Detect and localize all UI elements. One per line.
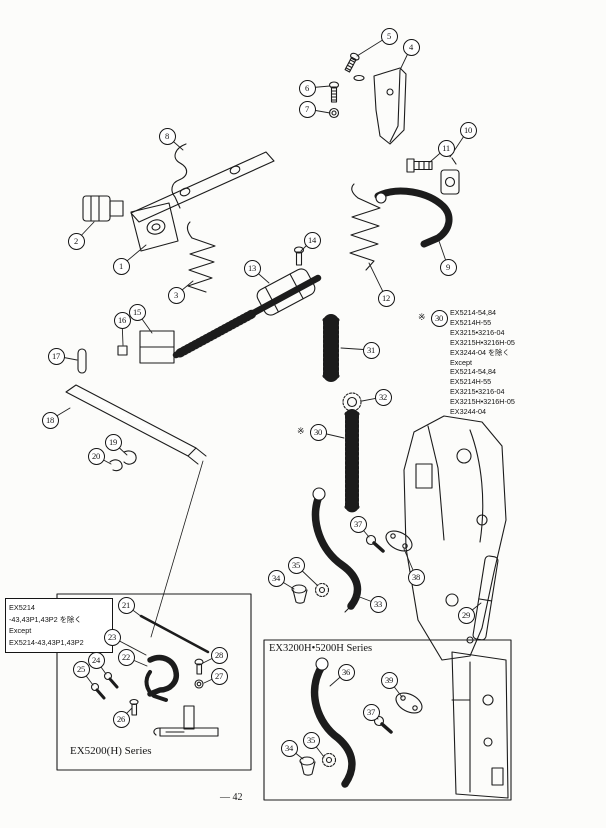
balloon-26: 26 (112, 710, 130, 728)
part-block-15 (139, 330, 175, 364)
machine-body (403, 415, 507, 661)
leader-lines (49, 35, 482, 760)
part-bar-29 (472, 555, 499, 641)
part-washer (353, 74, 365, 82)
construction-line (150, 460, 204, 638)
balloon-3: 3 (167, 286, 185, 304)
balloon-15: 15 (128, 303, 146, 321)
balloon-7: 7 (298, 100, 316, 118)
part-shaft-thread (175, 309, 257, 358)
part-screw-14-shaft (295, 251, 303, 266)
page-number: — 42 (220, 792, 243, 803)
balloon-35: 35 (302, 731, 320, 749)
balloon-17: 17 (47, 347, 65, 365)
balloon-4: 4 (402, 38, 420, 56)
balloon-2: 2 (67, 232, 85, 250)
note-asterisk: ※ (418, 312, 426, 322)
balloon-37: 37 (349, 515, 367, 533)
note-exception-23: EX5214 -43,43P1,43P2 を除く Except EX5214-4… (5, 598, 113, 653)
part-screw-6 (328, 81, 340, 103)
right-series-box (263, 639, 512, 801)
balloon-29: 29 (457, 606, 475, 624)
part-clamp-10 (440, 157, 460, 195)
balloon-11: 11 (437, 139, 455, 157)
balloon-37: 37 (362, 703, 380, 721)
part-knob-34 (291, 584, 308, 604)
part-clip-19 (123, 450, 137, 465)
part-screw-5 (344, 52, 360, 73)
balloon-39: 39 (380, 671, 398, 689)
balloon-1: 1 (112, 257, 130, 275)
balloon-5: 5 (380, 27, 398, 45)
note-exception-30: EX5214-54,84 EX5214H-55 EX3215•3216-04 E… (450, 308, 515, 417)
part-slide-16 (117, 345, 128, 356)
part-pin-17 (77, 348, 87, 374)
balloon-35: 35 (287, 556, 305, 574)
part-gear-32 (342, 392, 362, 412)
part-lever-9 (374, 187, 453, 248)
part-nut-7 (328, 107, 340, 119)
balloon-19: 19 (104, 433, 122, 451)
balloon-20: 20 (87, 447, 105, 465)
balloon-9: 9 (439, 258, 457, 276)
right-box-assembly (299, 651, 509, 799)
balloon-30: 30 (430, 309, 448, 327)
balloon-6: 6 (298, 79, 316, 97)
part-sleeve-13 (256, 268, 316, 316)
part-bar-18 (65, 384, 207, 465)
part-nut-35 (314, 582, 330, 598)
label-ex5200-series: EX5200(H) Series (70, 745, 152, 757)
part-arm (130, 151, 275, 223)
part-block-1 (130, 202, 179, 252)
balloon-36: 36 (337, 663, 355, 681)
part-spring-12 (349, 183, 381, 271)
part-screw-37 (365, 534, 385, 553)
balloon-28: 28 (210, 646, 228, 664)
balloon-18: 18 (41, 411, 59, 429)
balloon-32: 32 (374, 388, 392, 406)
balloon-24: 24 (87, 651, 105, 669)
balloon-34: 34 (267, 569, 285, 587)
part-bushing-2 (82, 195, 124, 222)
balloon-25: 25 (72, 660, 90, 678)
part-spring-30 (344, 409, 360, 513)
part-spring-8 (171, 143, 188, 209)
part-stud-31 (322, 314, 340, 382)
balloon-10: 10 (459, 121, 477, 139)
balloon-33: 33 (369, 595, 387, 613)
left-box-assembly (90, 614, 219, 737)
balloon-23: 23 (103, 628, 121, 646)
label-ex3200-series: EX3200H•5200H Series (269, 643, 373, 654)
balloon-12: 12 (377, 289, 395, 307)
part-plate-38 (385, 530, 413, 552)
part-screw-11 (406, 158, 433, 173)
balloon-31: 31 (362, 341, 380, 359)
balloon-8: 8 (158, 127, 176, 145)
part-spring-3 (186, 221, 216, 293)
left-series-box (56, 593, 252, 771)
part-screw-14 (293, 246, 305, 254)
balloon-30: 30 (309, 423, 327, 441)
balloon-13: 13 (243, 259, 261, 277)
note-asterisk: ※ (297, 426, 305, 436)
balloon-27: 27 (210, 667, 228, 685)
balloon-38: 38 (407, 568, 425, 586)
balloon-16: 16 (113, 311, 131, 329)
balloon-22: 22 (117, 648, 135, 666)
balloon-34: 34 (280, 739, 298, 757)
part-clip-20 (109, 459, 123, 472)
balloon-14: 14 (303, 231, 321, 249)
balloon-21: 21 (117, 596, 135, 614)
part-lever-33 (311, 487, 362, 613)
part-bracket-4 (373, 67, 407, 145)
